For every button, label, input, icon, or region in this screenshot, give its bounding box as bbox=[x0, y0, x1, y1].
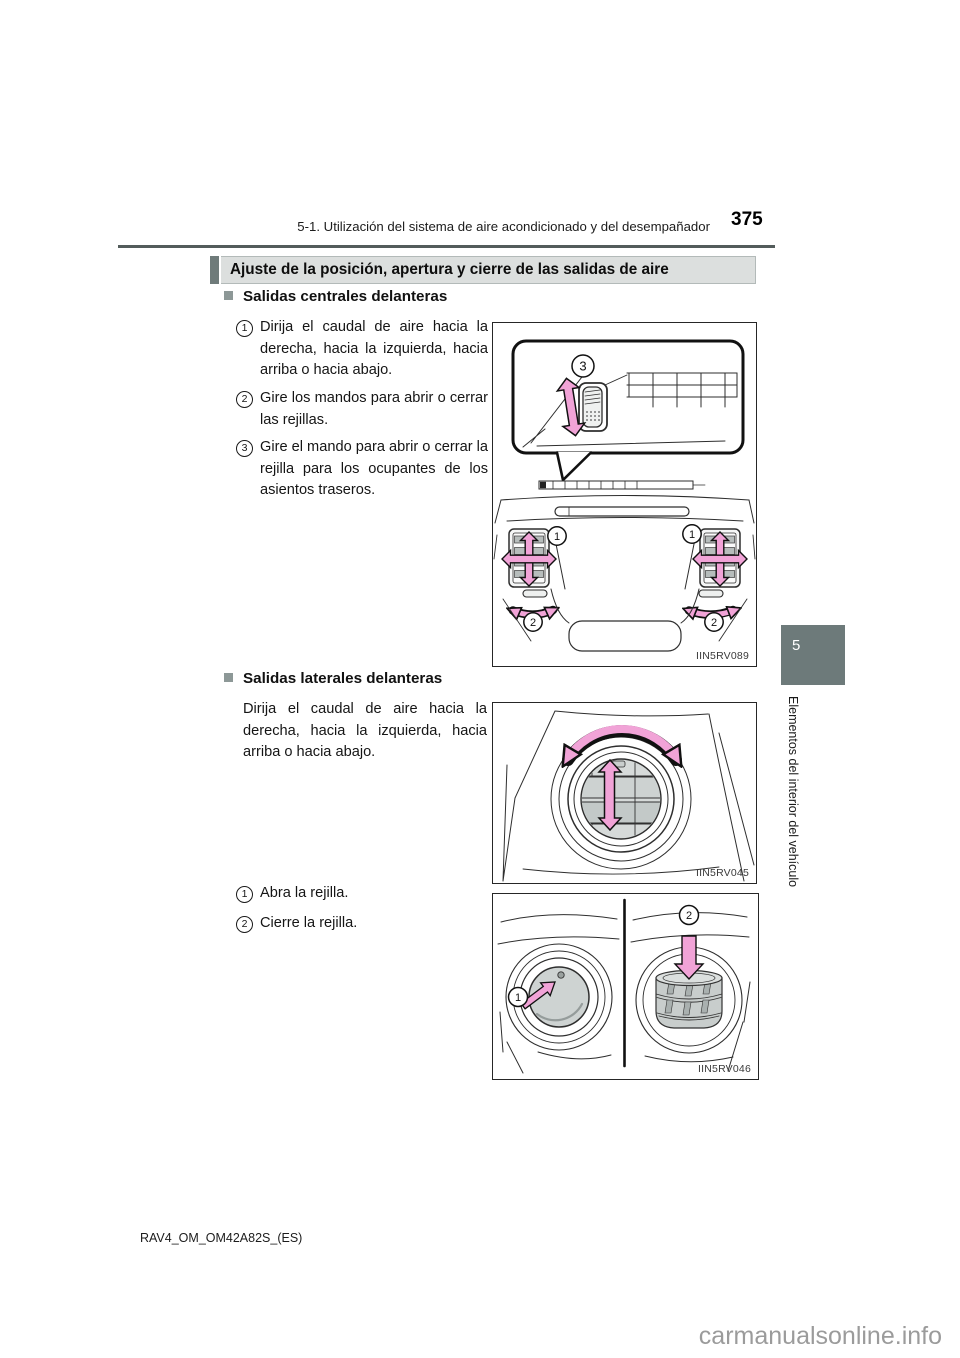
four-way-arrow-icon bbox=[692, 531, 748, 587]
callout-3-label: 3 bbox=[579, 359, 586, 374]
figure-caption: IIN5RV045 bbox=[696, 867, 749, 879]
document-code: RAV4_OM_OM42A82S_(ES) bbox=[140, 1231, 303, 1245]
intro-paragraph: Dirija el caudal de aire hacia la derech… bbox=[243, 701, 487, 761]
step-text: Gire el mando para abrir o cerrar la rej… bbox=[260, 439, 488, 499]
four-way-arrow-icon bbox=[501, 531, 557, 587]
banner-accent-bar bbox=[210, 256, 219, 284]
step-item: 1 Abra la rejilla. bbox=[236, 883, 488, 905]
chapter-number: 5 bbox=[792, 637, 801, 654]
step-text: Abra la rejilla. bbox=[260, 885, 349, 901]
step-number-badge: 1 bbox=[236, 320, 253, 337]
step-number-badge: 2 bbox=[236, 391, 253, 408]
square-bullet-icon bbox=[224, 291, 233, 300]
step-text: Cierre la rejilla. bbox=[260, 915, 358, 931]
page-number: 375 bbox=[731, 209, 763, 230]
rotate-arrow-icon bbox=[566, 725, 678, 761]
knob-dot-grid bbox=[586, 411, 600, 421]
central-vents-diagram: 3 1 1 2 2 bbox=[493, 339, 756, 652]
step-text: Gire los mandos para abrir o cerrar las … bbox=[260, 390, 488, 428]
square-bullet-icon bbox=[224, 673, 233, 682]
callout-1-label: 1 bbox=[554, 531, 560, 543]
subsection-title-central-vents: Salidas centrales delanteras bbox=[224, 288, 447, 305]
callout-2-label: 2 bbox=[711, 617, 717, 629]
callout-2-label: 2 bbox=[530, 617, 536, 629]
chapter-tab: 5 bbox=[781, 625, 845, 685]
subsection-title-side-vents: Salidas laterales delanteras bbox=[224, 670, 442, 687]
down-arrow-icon bbox=[673, 935, 705, 981]
step-number-badge: 3 bbox=[236, 440, 253, 457]
figure-caption: IIN5RV046 bbox=[698, 1063, 751, 1075]
figure-side-vent: IIN5RV045 bbox=[492, 702, 757, 884]
figure-open-close-vent: 1 2 IIN5RV046 bbox=[492, 893, 759, 1080]
figure-central-vents: 3 1 1 2 2 IIN5RV089 bbox=[492, 322, 757, 667]
figure-caption: IIN5RV089 bbox=[696, 650, 749, 662]
up-down-arrow-icon bbox=[555, 377, 587, 437]
breadcrumb: 5-1. Utilización del sistema de aire aco… bbox=[297, 219, 710, 234]
open-close-vent-diagram: 1 2 bbox=[497, 898, 751, 1074]
step-item: 2 Cierre la rejilla. bbox=[236, 913, 488, 935]
section-banner: Ajuste de la posición, apertura y cierre… bbox=[210, 256, 756, 284]
step-item: 2 Gire los mandos para abrir o cerrar la… bbox=[236, 388, 488, 431]
subsection-title-text: Salidas laterales delanteras bbox=[243, 670, 443, 687]
side-vent-diagram bbox=[502, 710, 755, 882]
subsection-title-text: Salidas centrales delanteras bbox=[243, 288, 448, 305]
step-text: Dirija el caudal de aire hacia la derech… bbox=[260, 319, 488, 379]
callout-1-label: 1 bbox=[515, 992, 521, 1004]
step-number-badge: 2 bbox=[236, 916, 253, 933]
step-item: 1 Dirija el caudal de aire hacia la dere… bbox=[236, 317, 488, 382]
up-down-arrow-icon bbox=[597, 758, 623, 832]
section-title: Ajuste de la posición, apertura y cierre… bbox=[221, 256, 756, 284]
step-number-badge: 1 bbox=[236, 886, 253, 903]
chapter-label-vertical: Elementos del interior del vehículo bbox=[786, 696, 800, 888]
step-item: 3 Gire el mando para abrir o cerrar la r… bbox=[236, 437, 488, 502]
watermark: carmanualsonline.info bbox=[698, 1322, 942, 1350]
callout-2-label: 2 bbox=[686, 910, 692, 922]
callout-1-label: 1 bbox=[689, 529, 695, 541]
header-divider bbox=[118, 245, 775, 248]
